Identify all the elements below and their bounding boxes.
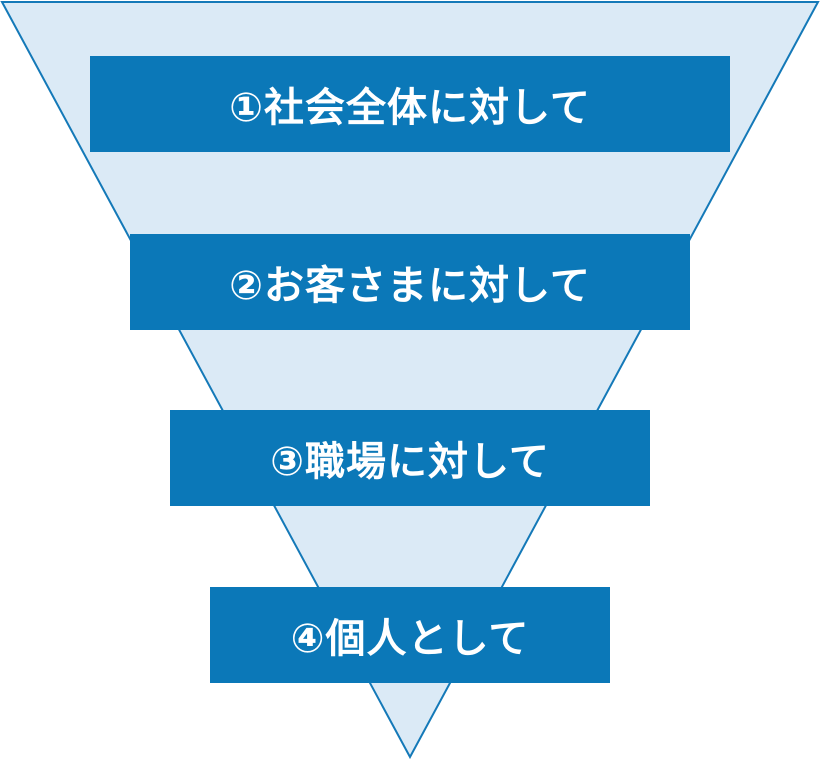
level-2-customers: ②お客さまに対して: [130, 234, 690, 330]
level-3-workplace: ③職場に対して: [170, 410, 650, 506]
level-4-label: ④個人として: [290, 616, 530, 662]
level-4-individual: ④個人として: [210, 587, 610, 683]
level-3-label: ③職場に対して: [270, 439, 550, 485]
level-1-society: ①社会全体に対して: [90, 56, 730, 152]
level-1-label: ①社会全体に対して: [229, 85, 591, 131]
level-2-label: ②お客さまに対して: [229, 263, 591, 309]
